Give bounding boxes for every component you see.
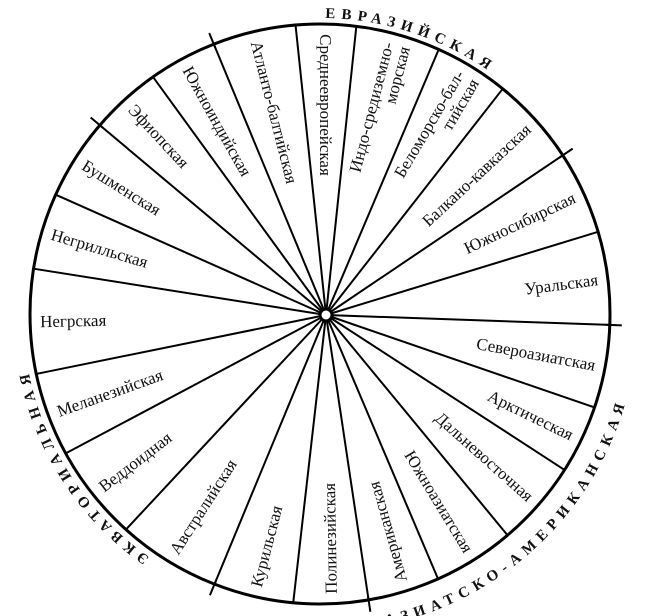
group-boundary-tick [558,147,574,159]
spoke-line [212,43,327,316]
race-label-line: Полинезийская [320,483,341,594]
group-boundary-ticks [90,32,622,612]
spoke-line [325,314,439,580]
race-label: Арктическая [485,386,577,444]
spoke-line [325,314,370,601]
spoke-line [325,314,509,536]
race-label: Американская [364,479,410,584]
spoke-line [325,26,358,316]
spoke-line [292,314,327,603]
race-label-line: Уральская [523,270,599,299]
spokes [33,24,610,603]
race-label-line: Североазиатская [475,334,597,375]
spoke-line [213,314,327,585]
spoke-line [325,314,595,409]
race-label-line: Эфиопская [124,101,192,172]
race-label: Эфиопская [124,101,192,172]
spoke-line [325,314,566,471]
spoke-line [325,154,564,316]
race-label: Дальневосточная [431,408,537,505]
group-boundary-tick [605,323,622,327]
race-label-line: Негрская [40,311,107,331]
race-label: Веддоидная [95,428,175,496]
race-label: Среднеевропейская [316,34,335,176]
group-boundary-tick [90,116,104,129]
race-label: Полинезийская [320,483,341,594]
race-label: Южноазиатская [400,447,477,556]
spoke-line [33,267,327,316]
spoke-line [65,314,327,455]
group-boundary-tick [208,32,217,49]
race-label-line: Арктическая [485,386,577,444]
race-label-line: Дальневосточная [431,408,537,505]
race-label-line: Курильская [247,503,286,589]
race-label: Атланто-балтийская [247,39,301,186]
race-label: Австралийская [166,456,241,558]
spoke-line [325,230,599,316]
race-label: Южносибирская [461,188,579,257]
outer-circle [28,22,612,606]
race-label: Негрская [40,311,107,331]
spoke-line [55,193,327,316]
race-label-line: Южносибирская [461,188,579,257]
race-label-line: Южноазиатская [400,447,477,556]
race-label-line: Среднеевропейская [316,34,335,176]
race-label-line: Атланто-балтийская [247,39,301,186]
race-label: Меланезийская [54,365,165,420]
race-label: Североазиатская [475,334,597,375]
race-label: Южноиндийская [179,63,256,180]
race-label-line: Австралийская [166,456,241,558]
race-label-line: Негрилльская [49,225,150,272]
race-label: Негрилльская [49,225,150,272]
spoke-line [36,314,327,375]
group-boundary-tick [366,595,372,612]
spoke-line [325,49,440,316]
center-hub [318,307,334,323]
spoke-line [325,314,610,326]
spoke-line [99,124,327,316]
spoke-line [294,24,327,316]
race-label-line: Веддоидная [95,428,175,496]
race-label: Курильская [247,503,286,589]
race-label-line: Американская [364,479,410,584]
race-label: Уральская [523,270,599,299]
spoke-line [125,314,327,531]
spoke-line [325,88,504,316]
race-label-line: Южноиндийская [179,63,256,180]
group-boundary-tick [209,580,217,596]
race-label-line: Меланезийская [54,365,165,420]
spoke-line [152,76,327,316]
